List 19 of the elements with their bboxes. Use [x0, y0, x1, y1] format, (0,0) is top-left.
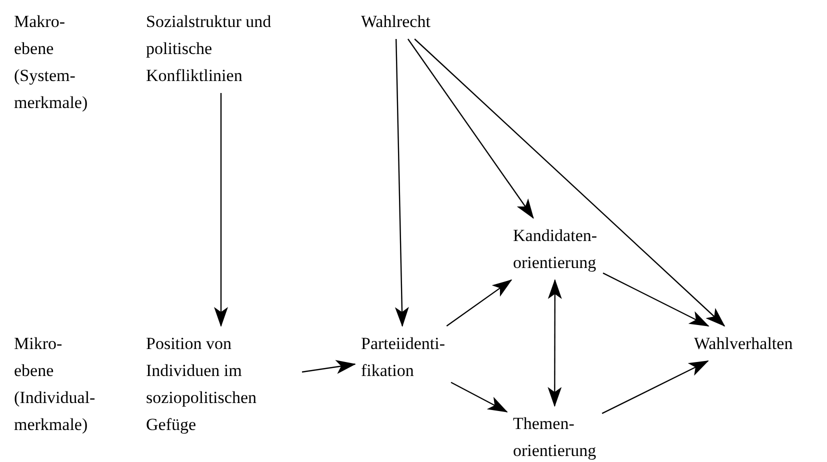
arrow — [414, 38, 726, 327]
arrow — [394, 38, 409, 327]
node-text: Themen- orientierung — [513, 413, 596, 462]
arrow — [407, 38, 534, 219]
node-text: Wahlverhalten — [694, 333, 793, 355]
node-text: Parteiidenti- fikation — [361, 333, 446, 382]
arrow — [446, 279, 512, 326]
arrow — [214, 93, 228, 327]
node-text: Sozialstruktur und politische Konfliktlinien — [146, 11, 272, 87]
arrow — [450, 382, 508, 412]
node-text: Kandidaten- orientierung — [513, 225, 598, 274]
node-text: Position von Individuen im soziopolitischen Gefüge — [146, 333, 258, 436]
arrow — [602, 360, 709, 414]
level-label: Makro- ebene (System- merkmale) — [13, 11, 89, 114]
arrow — [302, 360, 356, 374]
level-label: Mikro- ebene (Individual- merkmale) — [13, 333, 96, 436]
arrow — [602, 272, 710, 327]
arrow — [548, 279, 562, 407]
node-text: Wahlrecht — [361, 11, 430, 33]
